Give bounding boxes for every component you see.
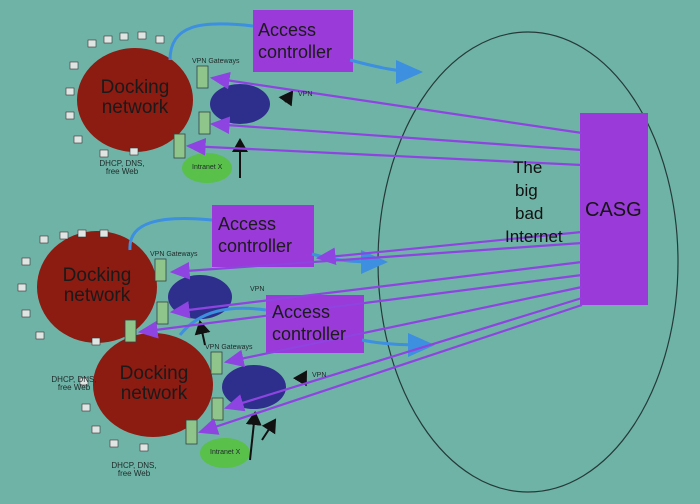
casg-label: CASG <box>585 199 642 221</box>
intranet-label-1: Intranet X <box>192 164 223 171</box>
internet-label: The big bad Internet <box>505 157 585 249</box>
vpn-node-1 <box>210 84 270 124</box>
access-controller-box-1 <box>253 10 353 72</box>
services-label-1: DHCP, DNS, free Web <box>99 159 145 177</box>
internet-line-4: Internet <box>505 226 563 246</box>
docking-network-1 <box>77 48 193 152</box>
vpn-label-2: VPN <box>250 286 265 293</box>
docking-network-2 <box>37 231 157 343</box>
vpn-label-3: VPN <box>312 372 327 379</box>
vpn-gateways-label-1: VPN Gateways <box>192 58 240 65</box>
vpn-node-3 <box>222 365 286 409</box>
computer-icons <box>17 31 165 452</box>
intranet-node-3 <box>200 438 250 468</box>
access-controller-label-3: Access controller <box>272 302 347 344</box>
purple-arrows <box>137 71 583 435</box>
casg-box <box>580 113 648 305</box>
docking-network-label-2: Docking network <box>62 265 132 306</box>
services-label-2: DHCP, DNS, free Web <box>51 375 97 393</box>
intranet-label-3: Intranet X <box>210 449 241 456</box>
docking-network-label-3: Docking network <box>119 363 189 404</box>
vpn-gateways-label-3: VPN Gateways <box>205 344 253 351</box>
intranet-node-1 <box>182 153 232 183</box>
docking-network-label-1: Docking network <box>100 77 170 118</box>
internet-line-3: bad <box>515 203 544 223</box>
services-label-3: DHCP, DNS, free Web <box>111 461 157 479</box>
docking-network-3 <box>93 333 213 437</box>
vpn-label-1: VPN <box>298 91 313 98</box>
internet-line-1: The <box>513 158 543 177</box>
access-controller-label-2: Access controller <box>218 214 293 256</box>
local-links <box>194 90 308 461</box>
vpn-gateways-label-2: VPN Gateways <box>150 251 198 258</box>
gateway-devices <box>124 65 224 445</box>
internet-line-2: big <box>515 180 538 200</box>
access-controller-label-1: Access controller <box>258 20 333 62</box>
access-controller-box-2 <box>212 205 314 267</box>
